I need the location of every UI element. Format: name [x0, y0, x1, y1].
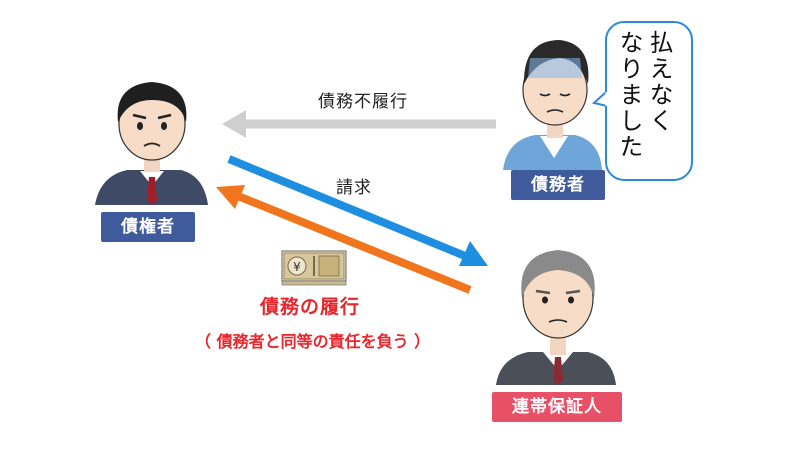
claim-arrow	[227, 155, 488, 266]
default-arrow-label: 債務不履行	[318, 92, 408, 112]
debtor-figure	[503, 40, 602, 170]
performance-note: （ 債務者と同等の責任を負う ）	[195, 332, 431, 351]
creditor-tag: 債権者	[101, 212, 195, 242]
guarantor-tag: 連帯保証人	[492, 392, 622, 422]
banknote-icon: ¥	[281, 250, 347, 286]
speech-line-1: 払えなく	[645, 30, 673, 134]
claim-arrow-label: 請求	[336, 178, 372, 198]
creditor-figure	[95, 82, 208, 205]
svg-text:¥: ¥	[293, 260, 301, 274]
speech-bubble	[591, 21, 693, 181]
guarantor-figure	[496, 250, 616, 385]
default-arrow	[222, 110, 496, 138]
speech-line-2: なりました	[615, 30, 643, 160]
performance-arrow	[216, 185, 472, 294]
performance-label: 債務の履行	[260, 296, 361, 318]
speech-bubble-text: 払えなく なりました	[614, 30, 674, 180]
debtor-tag: 債務者	[511, 170, 605, 200]
